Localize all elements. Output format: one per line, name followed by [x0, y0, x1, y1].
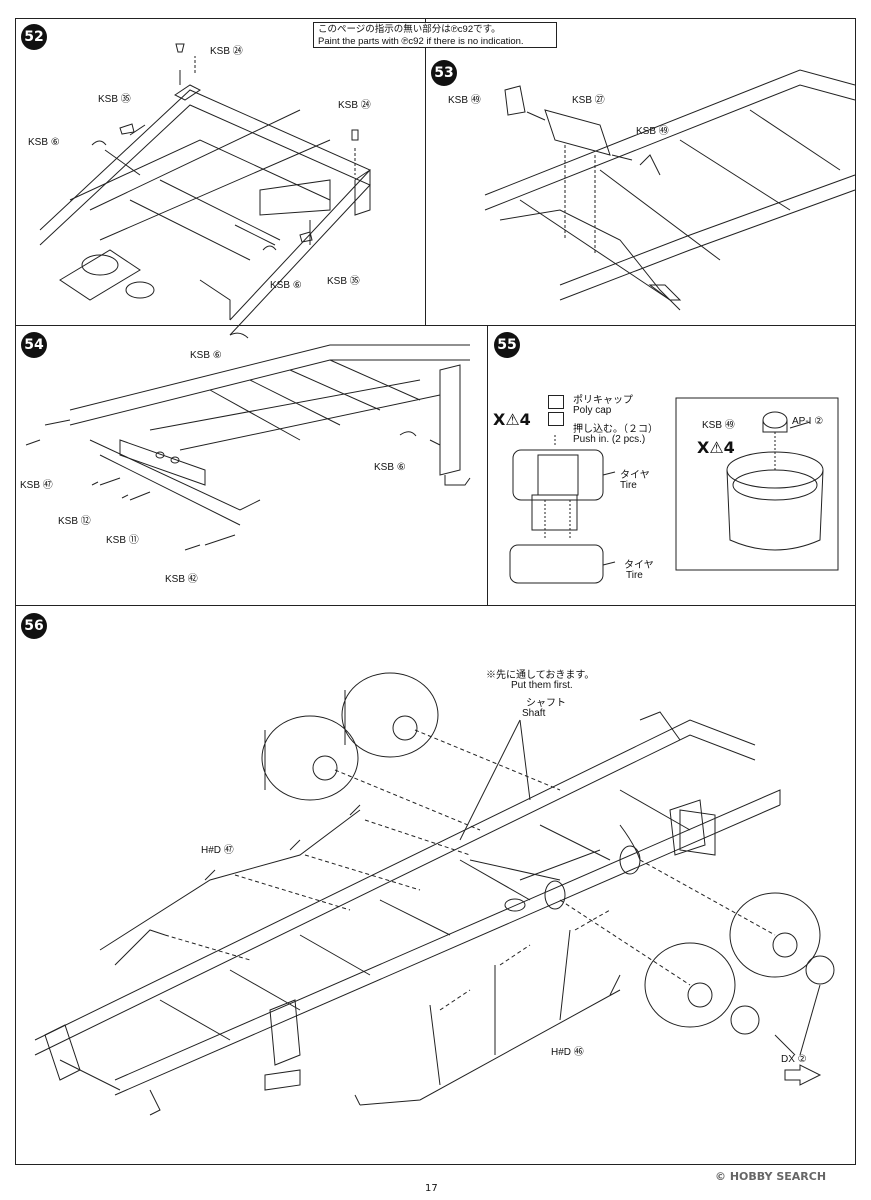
- step-52-label-ksb6-left: KSB ⑥: [28, 137, 60, 148]
- step-56-shaft-en: Shaft: [522, 708, 546, 719]
- step-56-shaft-jp: シャフト: [526, 698, 566, 709]
- step-56-hd46-label: H#D ㊻: [551, 1047, 584, 1058]
- step-52-label-ksb6-bottom: KSB ⑥: [270, 280, 302, 291]
- step-54-label-ksb6-top: KSB ⑥: [190, 350, 222, 361]
- step-53-label-ksb49-left: KSB ㊾: [448, 95, 481, 106]
- step-55-quantity-mark: X⚠4: [493, 410, 531, 429]
- page-number: 17: [425, 1183, 438, 1194]
- step-55-tire2-jp: タイヤ: [624, 560, 654, 571]
- paint-note-jp: このページの指示の無い部分は℗c92です。: [318, 24, 501, 35]
- step-56-dx2-label: DX ②: [781, 1054, 807, 1065]
- step-52-label-ksb35-left: KSB ㉟: [98, 94, 131, 105]
- step-54-chassis-drawing: [25, 332, 471, 551]
- step-55-tire-drawing: [509, 397, 839, 584]
- paint-note: このページの指示の無い部分は℗c92です。 Paint the parts wi…: [313, 22, 557, 48]
- step-56-number: 56: [21, 613, 47, 639]
- step-54-label-ksb6-right: KSB ⑥: [374, 462, 406, 473]
- step-55-api-label: AP-I ②: [792, 416, 824, 427]
- step-55-number: 55: [494, 332, 520, 358]
- step-55-polycap-jp: ポリキャップ: [573, 395, 633, 406]
- step-55-tire-en: Tire: [620, 480, 637, 491]
- step-55-tire-jp: タイヤ: [620, 470, 650, 481]
- step-52-label-ksb24-top: KSB ㉔: [210, 46, 243, 57]
- step-56-panel: [15, 605, 856, 1165]
- step-53-label-ksb49-right: KSB ㊾: [636, 126, 669, 137]
- polycap-square-top: [548, 395, 564, 409]
- polycap-square-bottom: [548, 412, 564, 426]
- hobby-search-watermark: © HOBBY SEARCH: [715, 1170, 827, 1183]
- step-55-quantity-mark-inset: X⚠4: [697, 438, 735, 457]
- step-55-push-en: Push in. (2 pcs.): [573, 434, 646, 445]
- step-55-tire2-en: Tire: [626, 570, 643, 581]
- step-54-label-ksb57: KSB ㊼: [20, 480, 53, 491]
- step-56-chassis-drawing: [34, 672, 835, 1116]
- step-52-label-ksb24-right: KSB ㉔: [338, 100, 371, 111]
- step-54-label-ksb11: KSB ⑪: [106, 535, 139, 546]
- step-52-chassis-drawing: [39, 43, 371, 336]
- step-52-label-ksb35-bottom: KSB ㉟: [327, 276, 360, 287]
- step-56-shaft-note-en: Put them first.: [511, 680, 573, 691]
- step-55-push-jp: 押し込む。（２コ）: [573, 424, 658, 435]
- step-53-label-ksb27: KSB ㉗: [572, 95, 605, 106]
- step-56-shaft-note-jp: ※先に通しておきます。: [486, 670, 595, 681]
- paint-note-en: Paint the parts with ℗c92 if there is no…: [318, 36, 524, 47]
- step-55-polycap-en: Poly cap: [573, 405, 612, 416]
- step-54-label-ksb12: KSB ⑫: [58, 516, 91, 527]
- step-55-hub-label: KSB ㊾: [702, 420, 735, 431]
- step-54-number: 54: [21, 332, 47, 358]
- step-56-hd47-label: H#D ㊼: [201, 845, 234, 856]
- step-54-label-ksb62: KSB ㊷: [165, 574, 198, 585]
- step-53-number: 53: [431, 60, 457, 86]
- step-53-chassis-drawing: [484, 69, 856, 311]
- step-52-number: 52: [21, 24, 47, 50]
